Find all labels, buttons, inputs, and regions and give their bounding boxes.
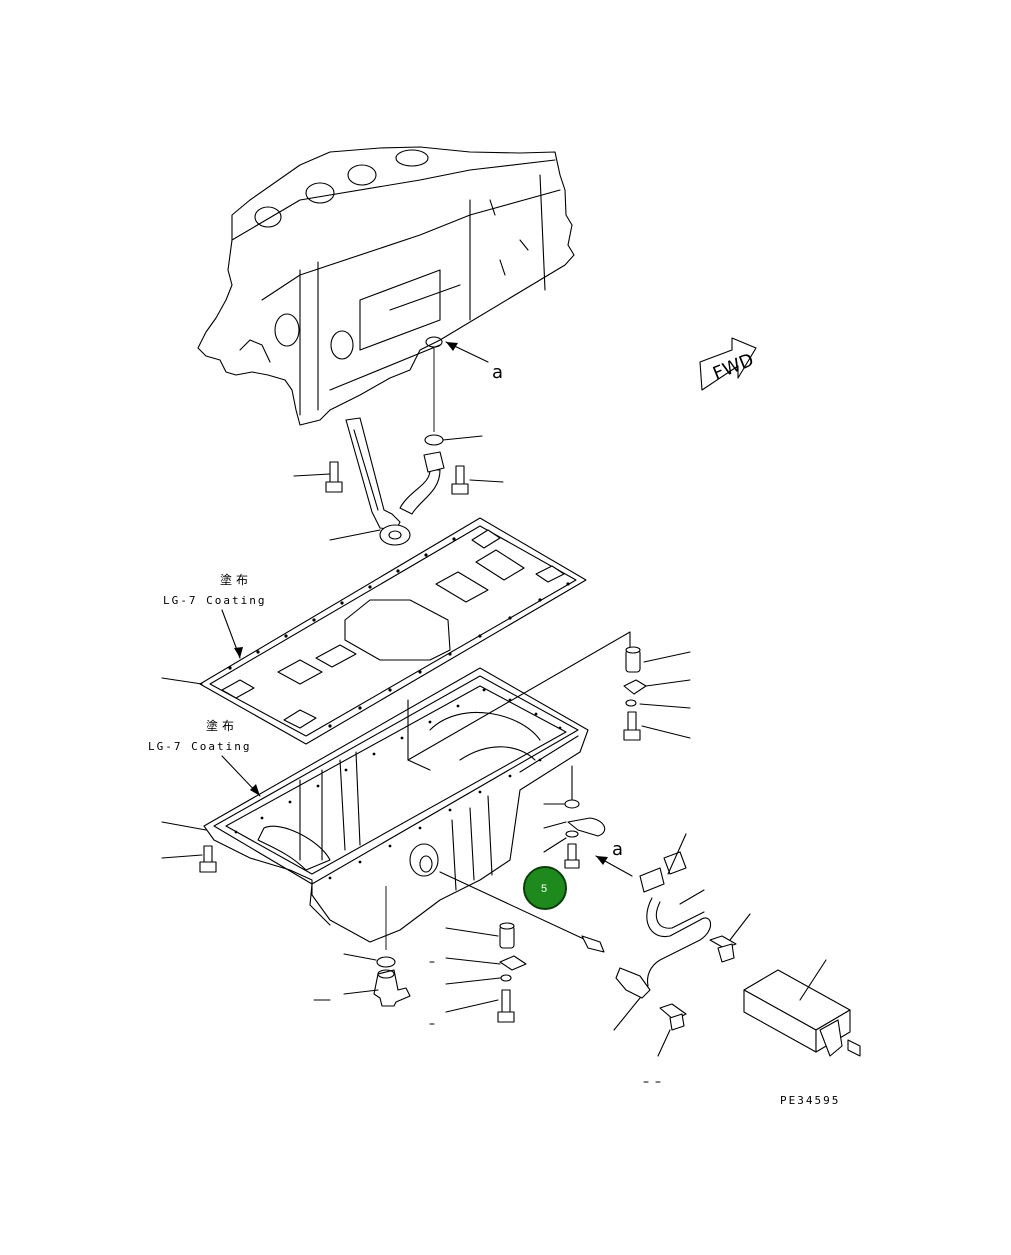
washer-mid — [565, 830, 579, 838]
leader-bracket-upper — [645, 679, 691, 687]
bolt-harness-right — [709, 935, 737, 963]
spacer-lower — [499, 922, 515, 949]
oil-pan — [203, 667, 589, 950]
bolt-left-pipe — [325, 461, 343, 493]
bolt-upper-right — [623, 711, 641, 741]
nut-mid — [564, 799, 580, 809]
spacer-upper — [625, 646, 641, 673]
oil-level-sensor-harness — [439, 851, 712, 999]
washer-lower — [500, 974, 512, 982]
leader-washer-upper — [639, 703, 691, 709]
leader-bolt-right — [469, 479, 504, 483]
bolt-lower — [497, 989, 515, 1023]
leader-tool — [799, 959, 827, 1001]
coating-1-jp: 塗布 — [220, 572, 252, 587]
leader-spacer-upper — [643, 651, 691, 663]
coating-note-1: 塗布 LG-7 Coating — [163, 572, 266, 659]
drawing-id: PE34595 — [780, 1094, 840, 1107]
leader-oil-pan — [161, 821, 207, 831]
tool-socket — [743, 969, 861, 1057]
leader-spacer-lower — [445, 927, 499, 937]
coating-2-jp: 塗布 — [206, 718, 238, 733]
leader-bolt-bottom-sensor — [657, 1029, 671, 1057]
clip-mid — [567, 817, 606, 837]
view-label-a-right: a — [612, 839, 623, 860]
coating-2-en: LG-7 Coating — [148, 740, 251, 753]
leader-bolt-left — [293, 473, 331, 477]
oil-pan-gasket — [199, 517, 587, 745]
leader-bracket-lower — [445, 957, 501, 965]
suction-pipe — [345, 417, 445, 546]
leader-bolt-harness — [729, 913, 751, 941]
leader-washer-mid — [543, 837, 567, 853]
coating-note-2: 塗布 LG-7 Coating — [148, 718, 261, 797]
leader-bolt-upper-right — [641, 725, 691, 739]
fwd-arrow: FWD — [699, 337, 757, 391]
leader-sensor-connector — [679, 889, 705, 905]
view-arrow-a-top: a — [445, 341, 503, 383]
o-ring-upper — [424, 434, 444, 446]
fwd-label: FWD — [710, 349, 757, 384]
leader-o-ring-drain — [343, 953, 377, 961]
washer-upper — [625, 699, 637, 707]
engine-block — [197, 146, 575, 426]
bolt-bottom-sensor — [659, 1003, 687, 1031]
leader-o-ring-upper — [442, 435, 483, 441]
bolt-right-pipe — [451, 465, 469, 495]
view-arrow-a-right: a — [595, 839, 633, 877]
callout-5[interactable]: 5 — [523, 866, 567, 910]
leader-pan-bolt-left — [161, 854, 203, 859]
leader-strainer — [329, 529, 381, 541]
leader-gasket — [161, 677, 203, 685]
o-ring-drain — [376, 956, 396, 968]
callout-number: 5 — [541, 883, 547, 895]
bracket-lower — [499, 955, 527, 971]
leader-sensor-bracket — [667, 833, 687, 875]
bracket-upper — [623, 679, 647, 695]
bolt-mid — [564, 843, 580, 869]
leader-drain-valve — [343, 989, 379, 995]
leader-clip-mid — [543, 821, 567, 829]
leader-bolt-lower — [445, 999, 499, 1013]
coating-1-en: LG-7 Coating — [163, 594, 266, 607]
drain-valve — [373, 969, 411, 1007]
leader-washer-lower — [445, 977, 501, 985]
leader-sensor — [613, 997, 641, 1031]
pan-bolt-left — [199, 845, 217, 873]
view-label-a-top: a — [492, 362, 503, 383]
callout-circle — [523, 866, 567, 910]
